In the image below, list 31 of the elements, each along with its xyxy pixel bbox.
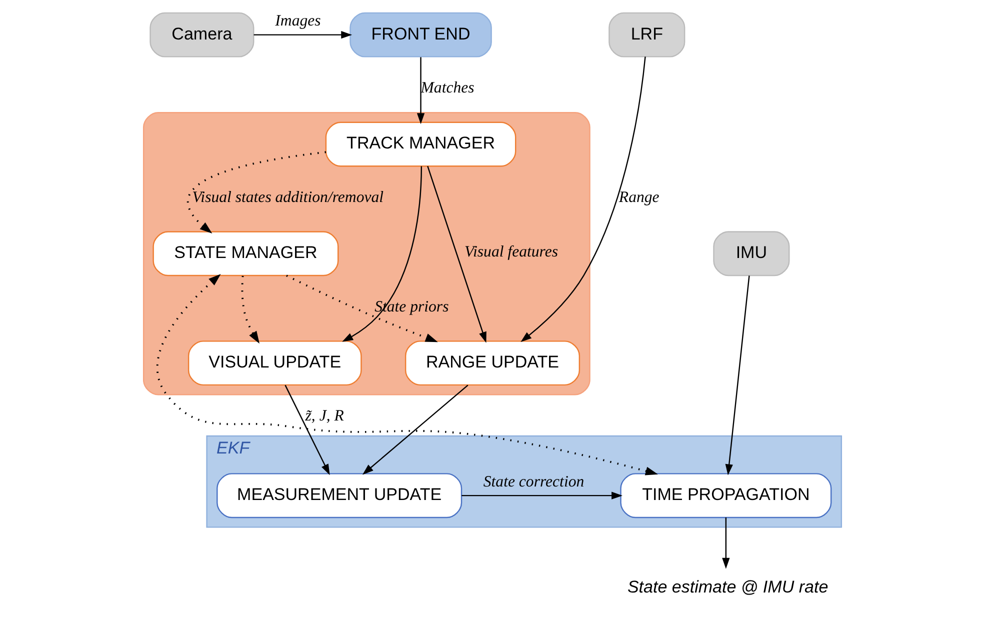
arrow <box>722 517 730 569</box>
arrow <box>284 384 330 476</box>
edge-label: Range <box>618 188 660 206</box>
arrow <box>520 56 646 342</box>
edge-label: Images <box>275 12 321 30</box>
node-box: RANGE UPDATE <box>404 340 580 386</box>
arrow <box>286 274 438 342</box>
node-box: MEASUREMENT UPDATE <box>216 473 462 518</box>
node-text: State estimate @ IMU rate <box>627 577 828 596</box>
node-box: Camera <box>150 12 254 58</box>
arrow <box>342 166 422 342</box>
arrow <box>156 274 658 476</box>
arrow <box>254 30 352 39</box>
arrow <box>186 151 326 234</box>
node-box: FRONT END <box>350 12 492 58</box>
node-box: IMU <box>713 231 790 276</box>
arrow <box>241 276 260 344</box>
arrow <box>462 492 622 500</box>
arrow <box>427 166 486 343</box>
edge-label: State correction <box>483 473 584 490</box>
arrow <box>725 276 750 476</box>
edge-label: Visual features <box>464 244 558 261</box>
node-box: TIME PROPAGATION <box>620 473 832 518</box>
node-box: TRACK MANAGER <box>325 122 516 167</box>
node-box: STATE MANAGER <box>152 231 339 276</box>
node-box: VISUAL UPDATE <box>188 340 362 386</box>
node-box: LRF <box>608 12 686 58</box>
edge-label: Visual states addition/removal <box>192 188 384 206</box>
edge-label: z̃, J, R <box>305 408 344 425</box>
arrow <box>362 384 468 475</box>
arrow <box>416 57 425 124</box>
